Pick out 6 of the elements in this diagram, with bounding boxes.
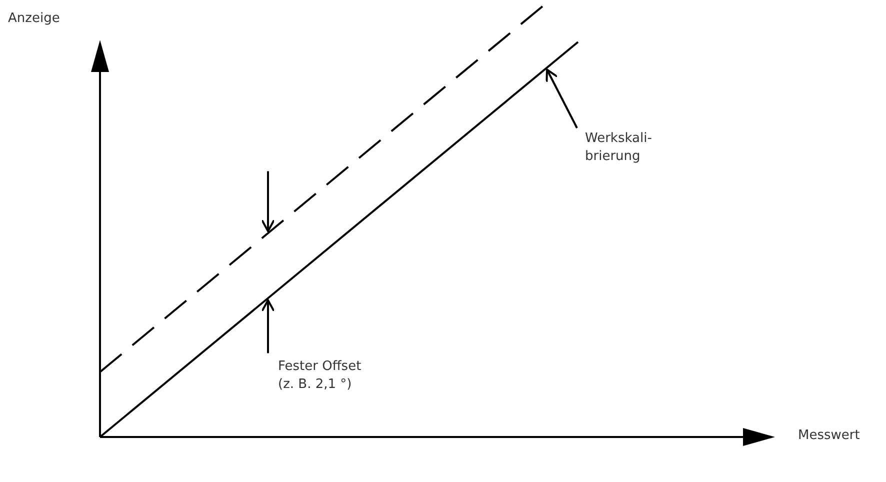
axis-label: Anzeige [8,10,60,28]
leader-line [546,68,578,128]
annotation-text: Fester Offset (z. B. 2,1 °) [278,358,362,394]
callout-text: Werkskali- brierung [585,130,653,166]
calibration-line [99,41,579,438]
axis-label: Messwert [798,427,860,445]
